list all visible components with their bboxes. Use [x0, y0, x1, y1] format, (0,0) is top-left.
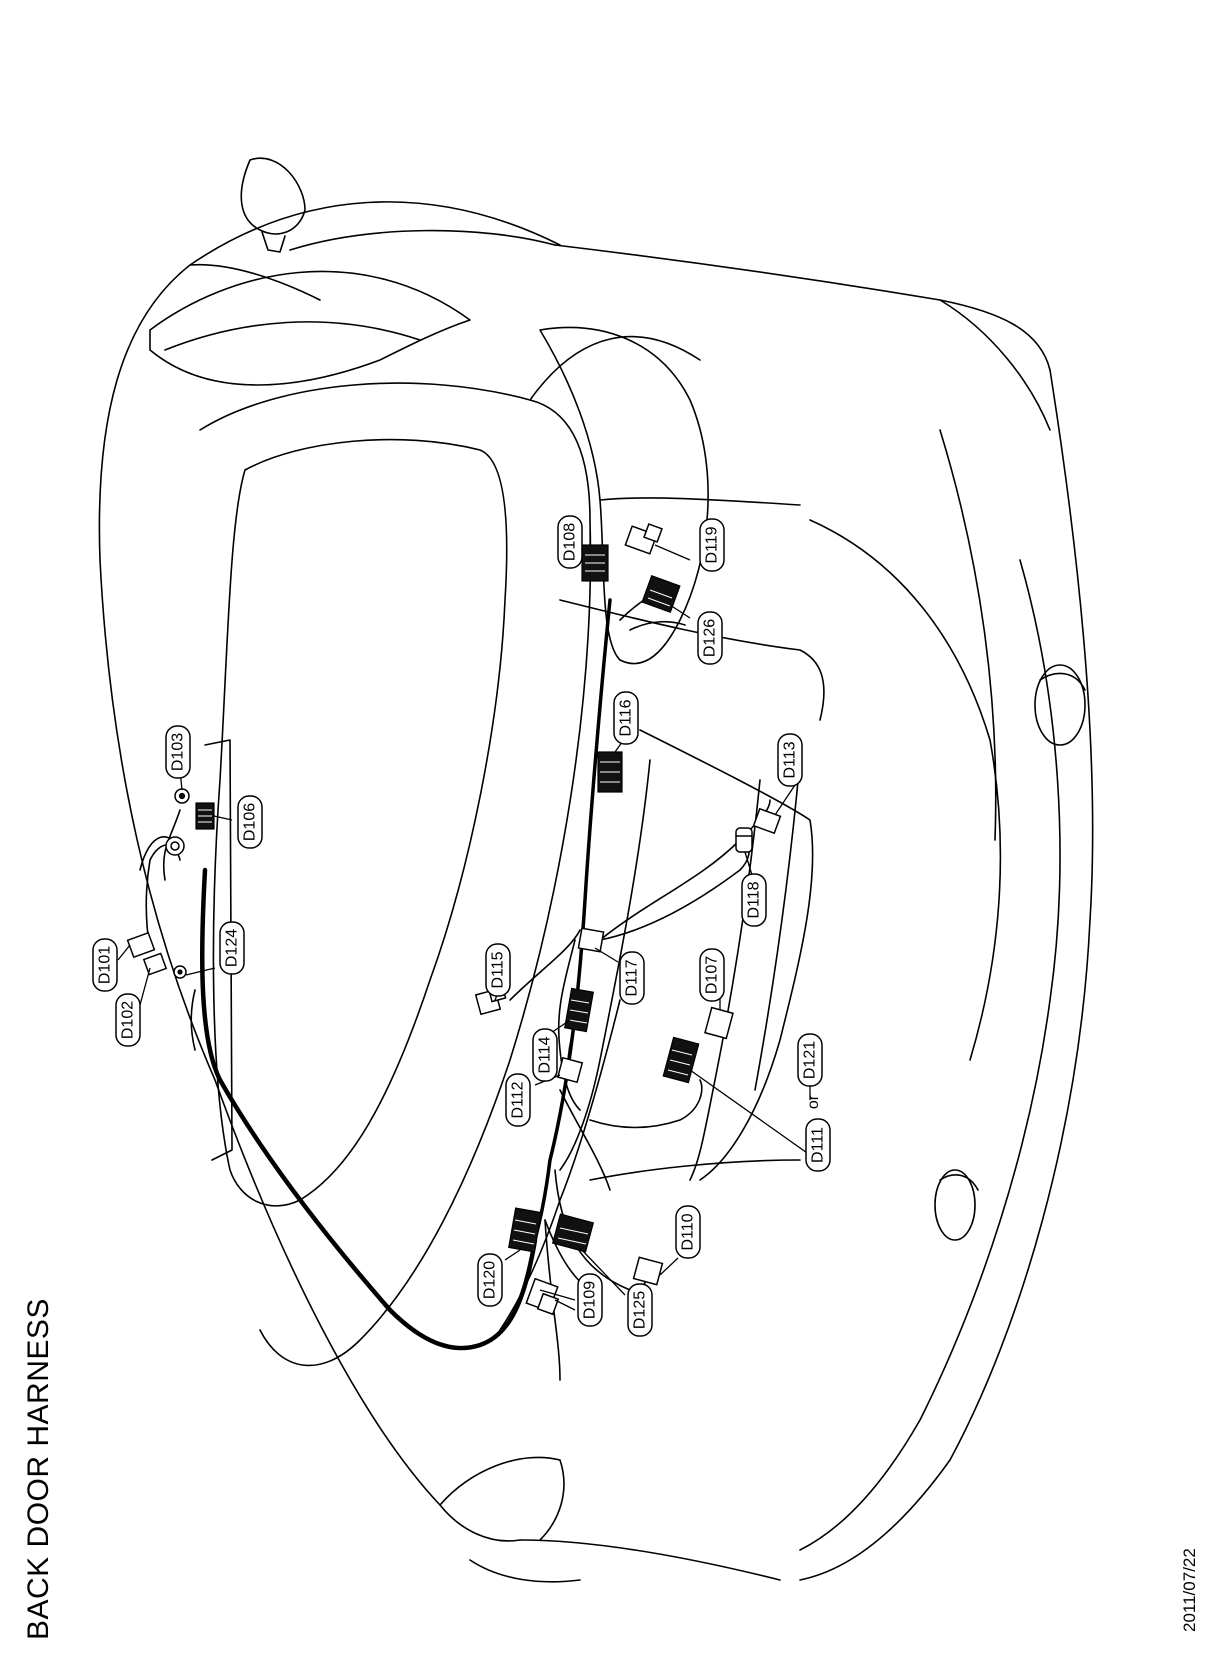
connector-label-text: D109 [582, 1281, 599, 1319]
connector-label-text: D114 [537, 1036, 554, 1073]
connector-label-d115: D115 [485, 943, 511, 997]
connector-label-frame [613, 691, 639, 745]
connector-label-d107: D107 [699, 948, 725, 1002]
connector-d111-body [662, 1036, 700, 1084]
connector-label-frame [115, 993, 141, 1047]
vehicle-body-outline [98, 157, 1094, 1583]
connector-label-d111: D111 [805, 1118, 831, 1172]
connector-label-text: D117 [624, 959, 641, 996]
connector-label-text: D111 [810, 1127, 827, 1163]
connector-d106-body [195, 802, 215, 830]
connector-label-frame [675, 1205, 701, 1259]
connector-label-frame [237, 795, 263, 849]
connector-label-text: D108 [562, 523, 579, 561]
connector-label-d126: D126 [697, 611, 723, 665]
connector-d116-body [597, 751, 623, 793]
connector-label-text: D107 [704, 956, 721, 994]
date-stamp: 2011/07/22 [1180, 1548, 1199, 1632]
connector-label-text: D116 [618, 699, 635, 736]
connector-label-text: D125 [632, 1291, 649, 1329]
ring-terminal-d103 [174, 788, 190, 804]
connector-label-frame [577, 1273, 603, 1327]
grommet [165, 836, 185, 856]
connector-label-frame [797, 1033, 823, 1087]
connector-label-d109: D109 [577, 1273, 603, 1327]
connector-label-frame [557, 515, 583, 569]
connector-d112-body [556, 1056, 584, 1084]
connector-label-frame [777, 733, 803, 787]
connector-d108-body [581, 544, 609, 582]
connector-label-text: D115 [490, 951, 507, 988]
connector-label-d113: D113 [777, 733, 803, 787]
connector-label-frame [485, 943, 511, 997]
connector-d119-body [624, 523, 663, 555]
connector-d125-body [551, 1213, 595, 1253]
connector-d109-body [525, 1277, 560, 1316]
connector-label-frame [165, 725, 191, 779]
connector-label-d124: D124 [219, 921, 245, 975]
connector-label-d117: D117 [619, 951, 645, 1005]
main-harness [199, 598, 612, 1351]
connector-d126-body [641, 574, 681, 614]
connector-d117-body [577, 927, 605, 953]
connector-label-d110: D110 [675, 1205, 701, 1259]
connector-label-d121: D121 [797, 1033, 823, 1087]
connector-label-d112: D112 [505, 1073, 531, 1127]
connector-label-text: D103 [170, 733, 187, 771]
connector-label-frame [805, 1118, 831, 1172]
connector-d101-body [126, 931, 156, 959]
connector-shapes [126, 523, 782, 1316]
connector-label-d120: D120 [477, 1253, 503, 1307]
connector-label-text: D121 [802, 1041, 819, 1079]
connector-label-d125: D125 [627, 1283, 653, 1337]
connector-label-text: D101 [97, 946, 114, 984]
connector-label-d108: D108 [557, 515, 583, 569]
or-text: or [805, 1094, 822, 1109]
connector-d110-body [632, 1256, 664, 1286]
connector-d107-body [704, 1006, 734, 1040]
ring-terminal-d124 [173, 965, 187, 979]
leader-lines [117, 530, 811, 1311]
connector-label-d106: D106 [237, 795, 263, 849]
connector-label-frame [699, 948, 725, 1002]
connector-label-frame [532, 1028, 558, 1082]
connector-label-text: D120 [482, 1261, 499, 1299]
page-title: BACK DOOR HARNESS [22, 1298, 55, 1640]
connector-d120-body [508, 1207, 542, 1253]
connector-label-frame [219, 921, 245, 975]
connector-label-text: D113 [782, 741, 799, 778]
connector-label-frame [92, 938, 118, 992]
connector-label-d103: D103 [165, 725, 191, 779]
connector-label-text: D118 [746, 881, 763, 918]
connector-label-text: D106 [242, 803, 259, 841]
connector-label-frame [697, 611, 723, 665]
connector-label-frame [477, 1253, 503, 1307]
connector-label-d116: D116 [613, 691, 639, 745]
connector-label-text: D126 [702, 619, 719, 657]
connector-d102-body [142, 952, 168, 976]
connector-label-d114: D114 [532, 1028, 558, 1082]
connector-label-frame [741, 873, 767, 927]
connector-label-text: D112 [510, 1081, 527, 1118]
connector-label-text: D110 [680, 1213, 697, 1250]
connector-label-text: D102 [120, 1001, 137, 1039]
connector-d113-body [752, 807, 782, 835]
connector-d114-body [563, 987, 595, 1033]
connector-label-d102: D102 [115, 993, 141, 1047]
connector-label-frame [619, 951, 645, 1005]
connector-label-frame [627, 1283, 653, 1337]
connector-label-d101: D101 [92, 938, 118, 992]
connector-label-d118: D118 [741, 873, 767, 927]
connector-label-frame [505, 1073, 531, 1127]
connector-label-text: D124 [224, 929, 241, 967]
connector-d118-body [735, 827, 753, 853]
connector-label-d119: D119 [699, 518, 725, 572]
connector-label-frame [699, 518, 725, 572]
connector-label-text: D119 [704, 526, 721, 563]
